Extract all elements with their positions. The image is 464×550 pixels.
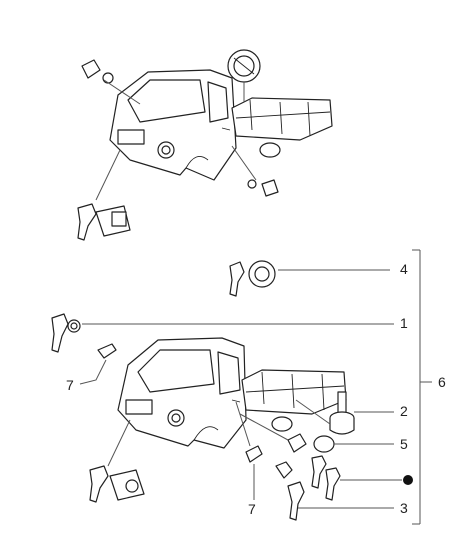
callout-6: 6 xyxy=(438,374,446,390)
fuel-cap-top xyxy=(227,49,261,102)
callout-7-left: 7 xyxy=(66,377,74,393)
ignition-key-top xyxy=(77,149,131,241)
callout-2: 2 xyxy=(400,403,408,419)
truck-overview-top xyxy=(109,69,333,181)
side-lock-top xyxy=(231,145,279,197)
kit-bracket xyxy=(412,249,432,525)
key-set-part-3 xyxy=(275,461,394,521)
retaining-clip-part-7-left xyxy=(79,343,117,385)
unnumbered-part-dot-marker xyxy=(403,475,413,485)
ignition-key-bottom xyxy=(89,419,145,503)
ignition-switch-part-2 xyxy=(295,391,394,435)
callout-7-bottom: 7 xyxy=(248,501,256,517)
callout-4: 4 xyxy=(400,261,408,277)
callout-1: 1 xyxy=(400,315,408,331)
door-lock-with-key-part-1 xyxy=(51,313,394,353)
key-pair xyxy=(311,455,413,501)
callout-3: 3 xyxy=(400,500,408,516)
retaining-clip-part-7-bottom xyxy=(235,401,263,500)
lock-cylinder-part-5 xyxy=(239,413,394,453)
door-lock-cylinder-top xyxy=(81,59,141,105)
callout-5: 5 xyxy=(400,436,408,452)
fuel-cap-with-key-part-4 xyxy=(229,260,390,297)
truck-overview-bottom xyxy=(117,337,347,449)
